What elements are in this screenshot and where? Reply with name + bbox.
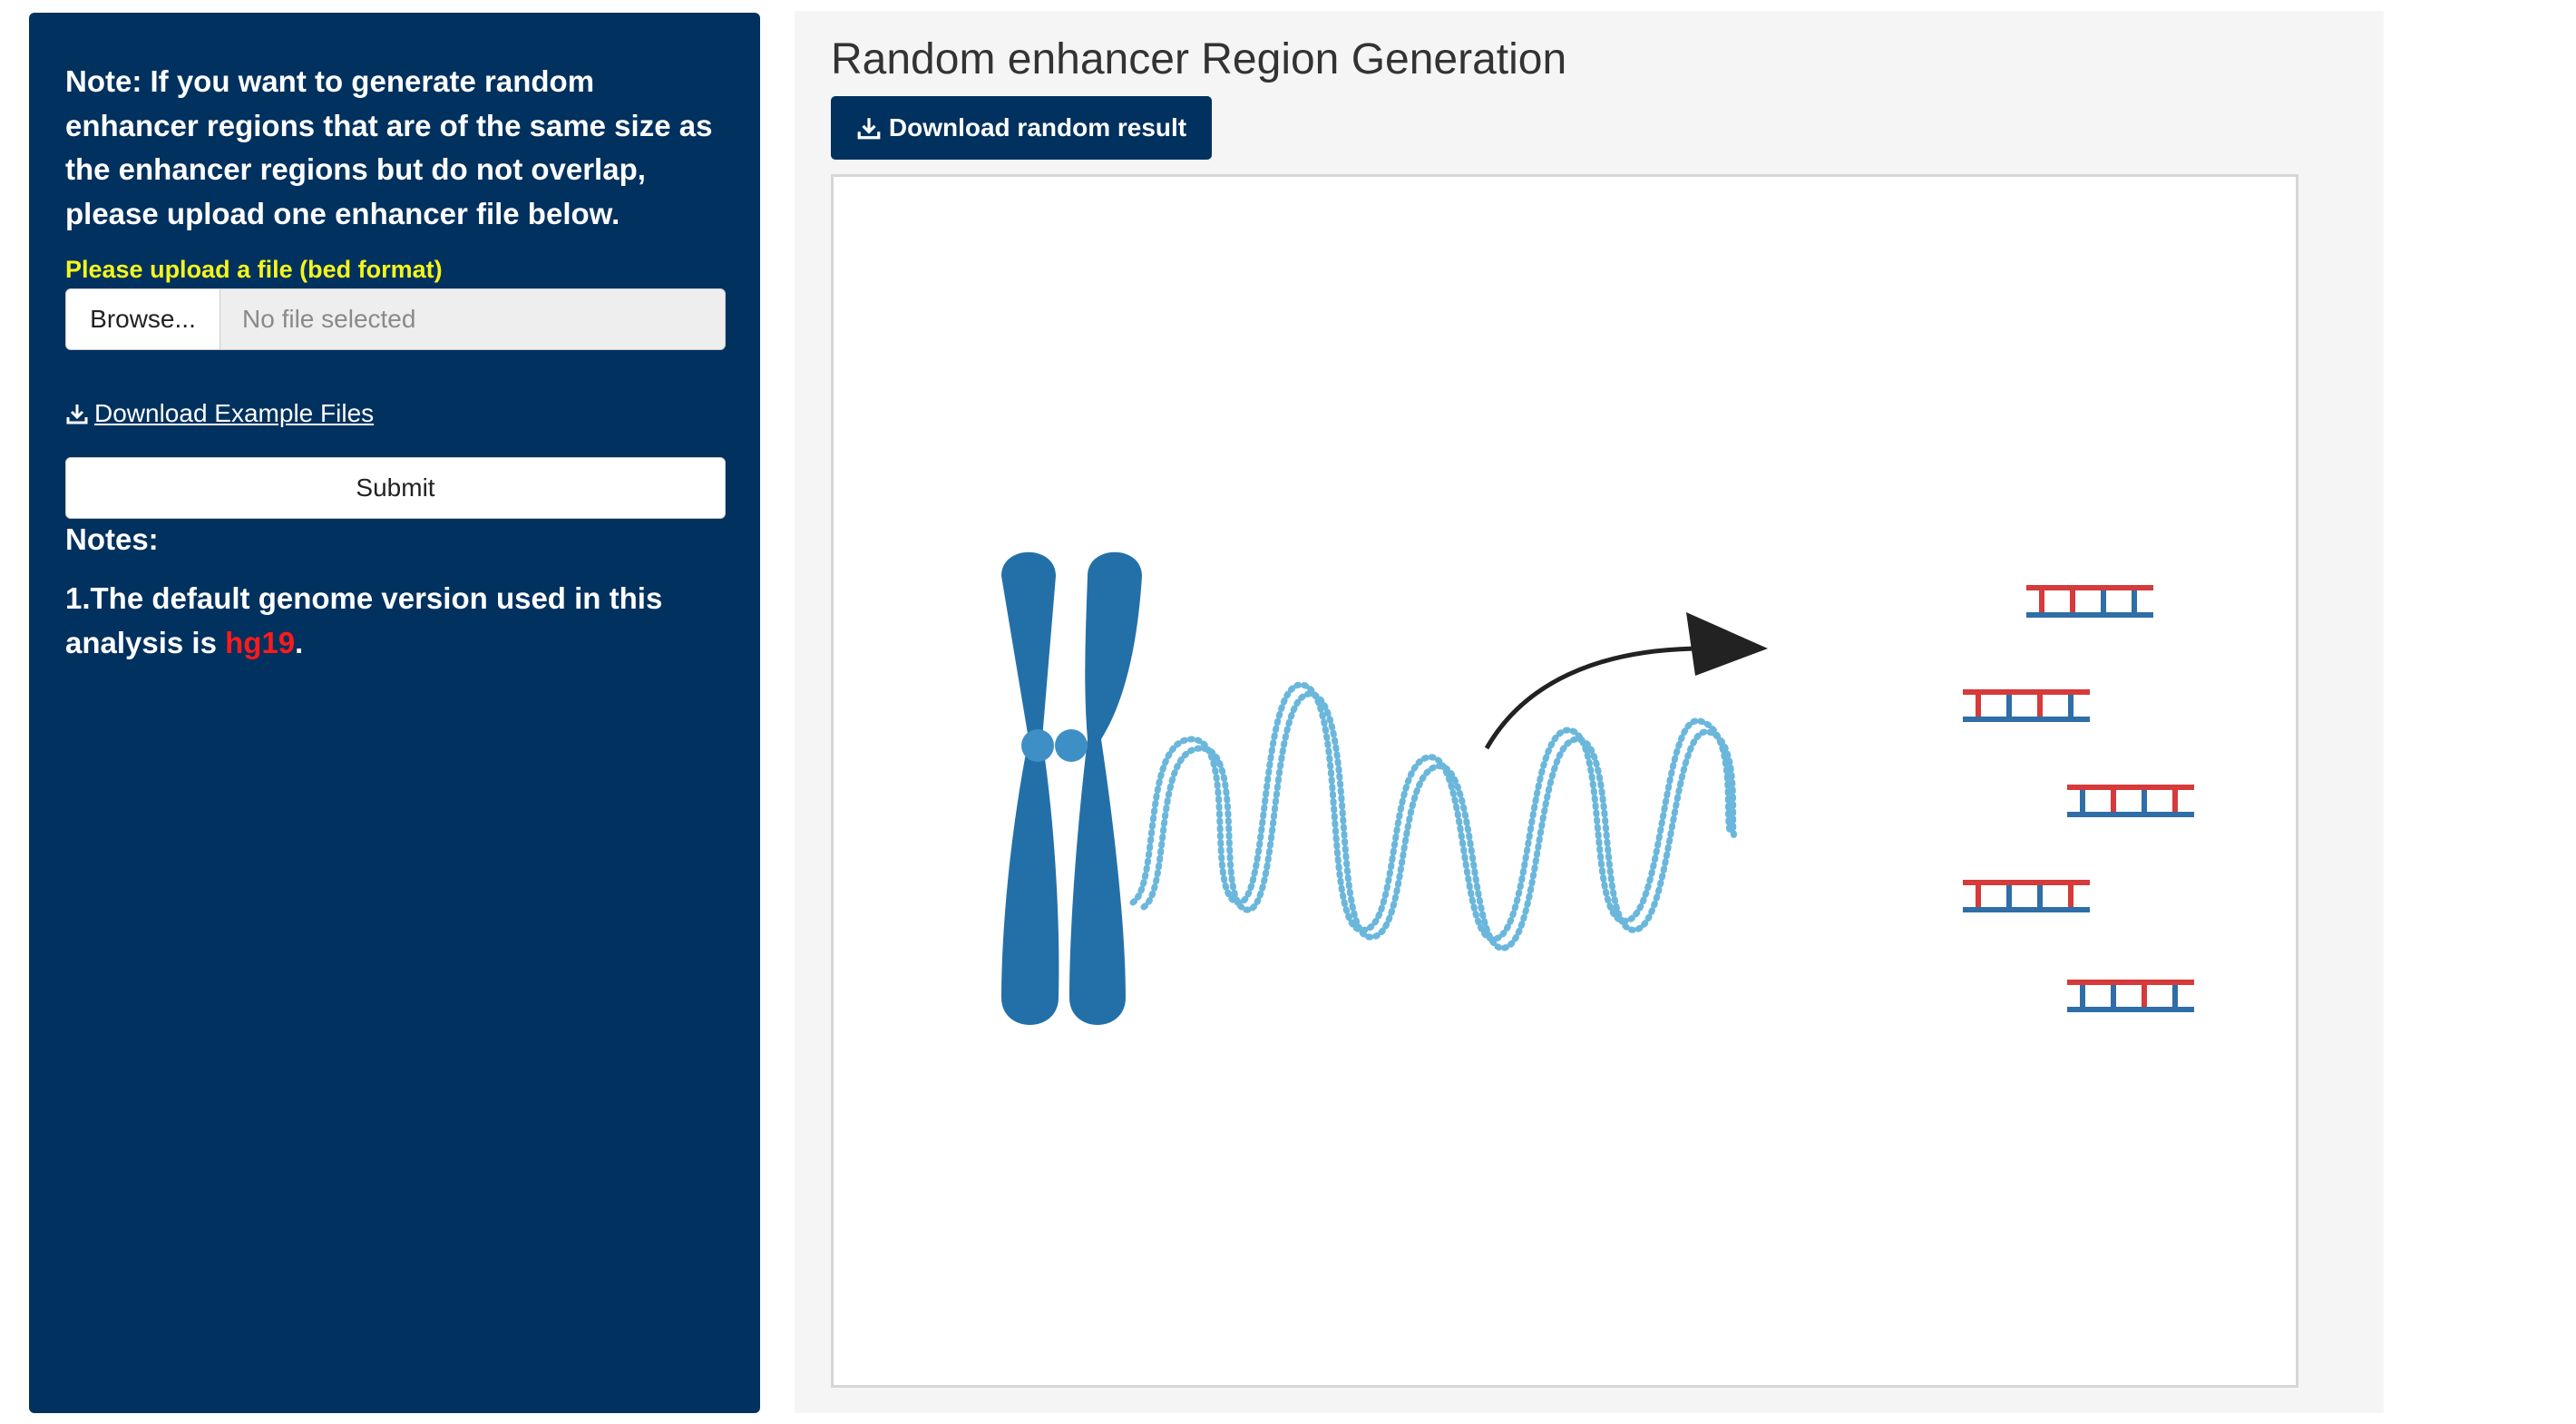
download-example-link[interactable]: Download Example Files bbox=[65, 399, 374, 428]
main-panel: Random enhancer Region Generation Downlo… bbox=[795, 11, 2384, 1413]
browse-button[interactable]: Browse... bbox=[66, 289, 220, 349]
arrow-icon bbox=[1484, 612, 1768, 750]
download-icon bbox=[66, 405, 88, 424]
download-random-result-label: Download random result bbox=[888, 113, 1187, 141]
download-example-label: Download Example Files bbox=[94, 399, 375, 427]
genome-version: hg19 bbox=[225, 625, 296, 659]
file-upload-input[interactable]: Browse... No file selected bbox=[65, 288, 726, 350]
intro-note: Note: If you want to generate random enh… bbox=[65, 64, 713, 230]
submit-button[interactable]: Submit bbox=[65, 457, 726, 519]
notes-heading: Notes: bbox=[65, 522, 159, 556]
chromosome-icon bbox=[1001, 551, 1142, 1025]
illustration-frame bbox=[831, 174, 2298, 1388]
file-placeholder: No file selected bbox=[242, 305, 416, 333]
download-icon bbox=[857, 118, 881, 140]
download-random-result-button[interactable]: Download random result bbox=[831, 96, 1212, 160]
notes-suffix: . bbox=[295, 625, 304, 659]
notes-text: 1.The default genome version used in thi… bbox=[65, 577, 737, 665]
upload-label: Please upload a file (bed format) bbox=[65, 256, 443, 283]
sidebar-panel: Note: If you want to generate random enh… bbox=[29, 13, 760, 1413]
page-title: Random enhancer Region Generation bbox=[831, 35, 1567, 83]
dna-fragment-icon bbox=[1963, 585, 2194, 1012]
notes-prefix: 1.The default genome version used in thi… bbox=[65, 581, 663, 659]
dna-strand-icon bbox=[1129, 681, 1740, 951]
enhancer-illustration bbox=[1001, 551, 2194, 1025]
